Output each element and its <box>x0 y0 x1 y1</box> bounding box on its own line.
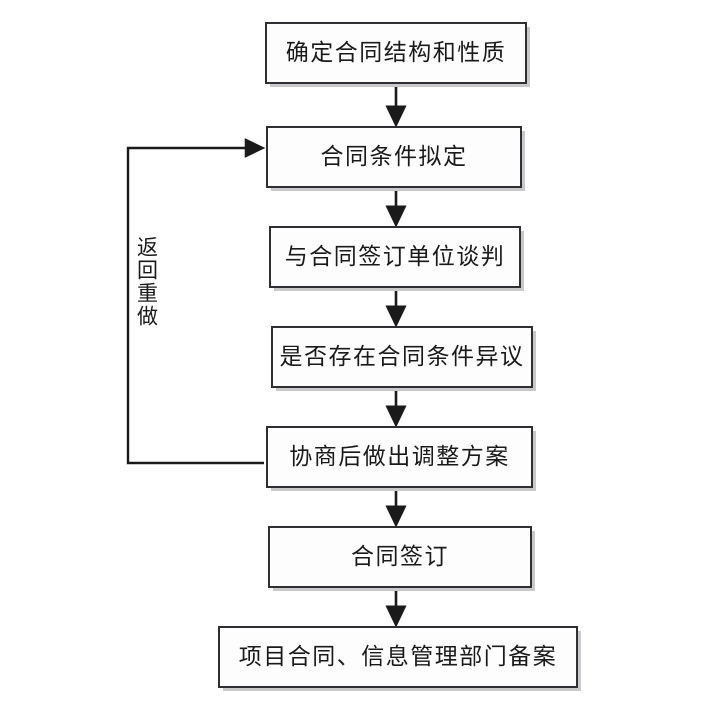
node-determine-contract-structure[interactable]: 确定合同结构和性质 <box>265 22 527 84</box>
node-sign-contract[interactable]: 合同签订 <box>268 526 532 588</box>
node-file-with-management-department[interactable]: 项目合同、信息管理部门备案 <box>218 626 578 688</box>
node-make-adjustment-plan[interactable]: 协商后做出调整方案 <box>266 426 533 488</box>
node-label: 与合同签订单位谈判 <box>284 244 506 270</box>
node-label: 合同签订 <box>351 544 449 570</box>
node-label: 确定合同结构和性质 <box>285 40 507 66</box>
node-negotiate-with-signing-party[interactable]: 与合同签订单位谈判 <box>269 226 521 288</box>
node-check-terms-objection[interactable]: 是否存在合同条件异议 <box>271 326 533 388</box>
node-label: 项目合同、信息管理部门备案 <box>238 644 558 670</box>
feedback-loop-label: 返回重做 <box>132 236 160 366</box>
node-label: 是否存在合同条件异议 <box>279 344 525 370</box>
feedback-loop-label-text: 返回重做 <box>134 236 159 328</box>
node-label: 合同条件拟定 <box>320 144 468 170</box>
node-label: 协商后做出调整方案 <box>289 444 510 470</box>
node-draft-contract-terms[interactable]: 合同条件拟定 <box>266 126 522 188</box>
